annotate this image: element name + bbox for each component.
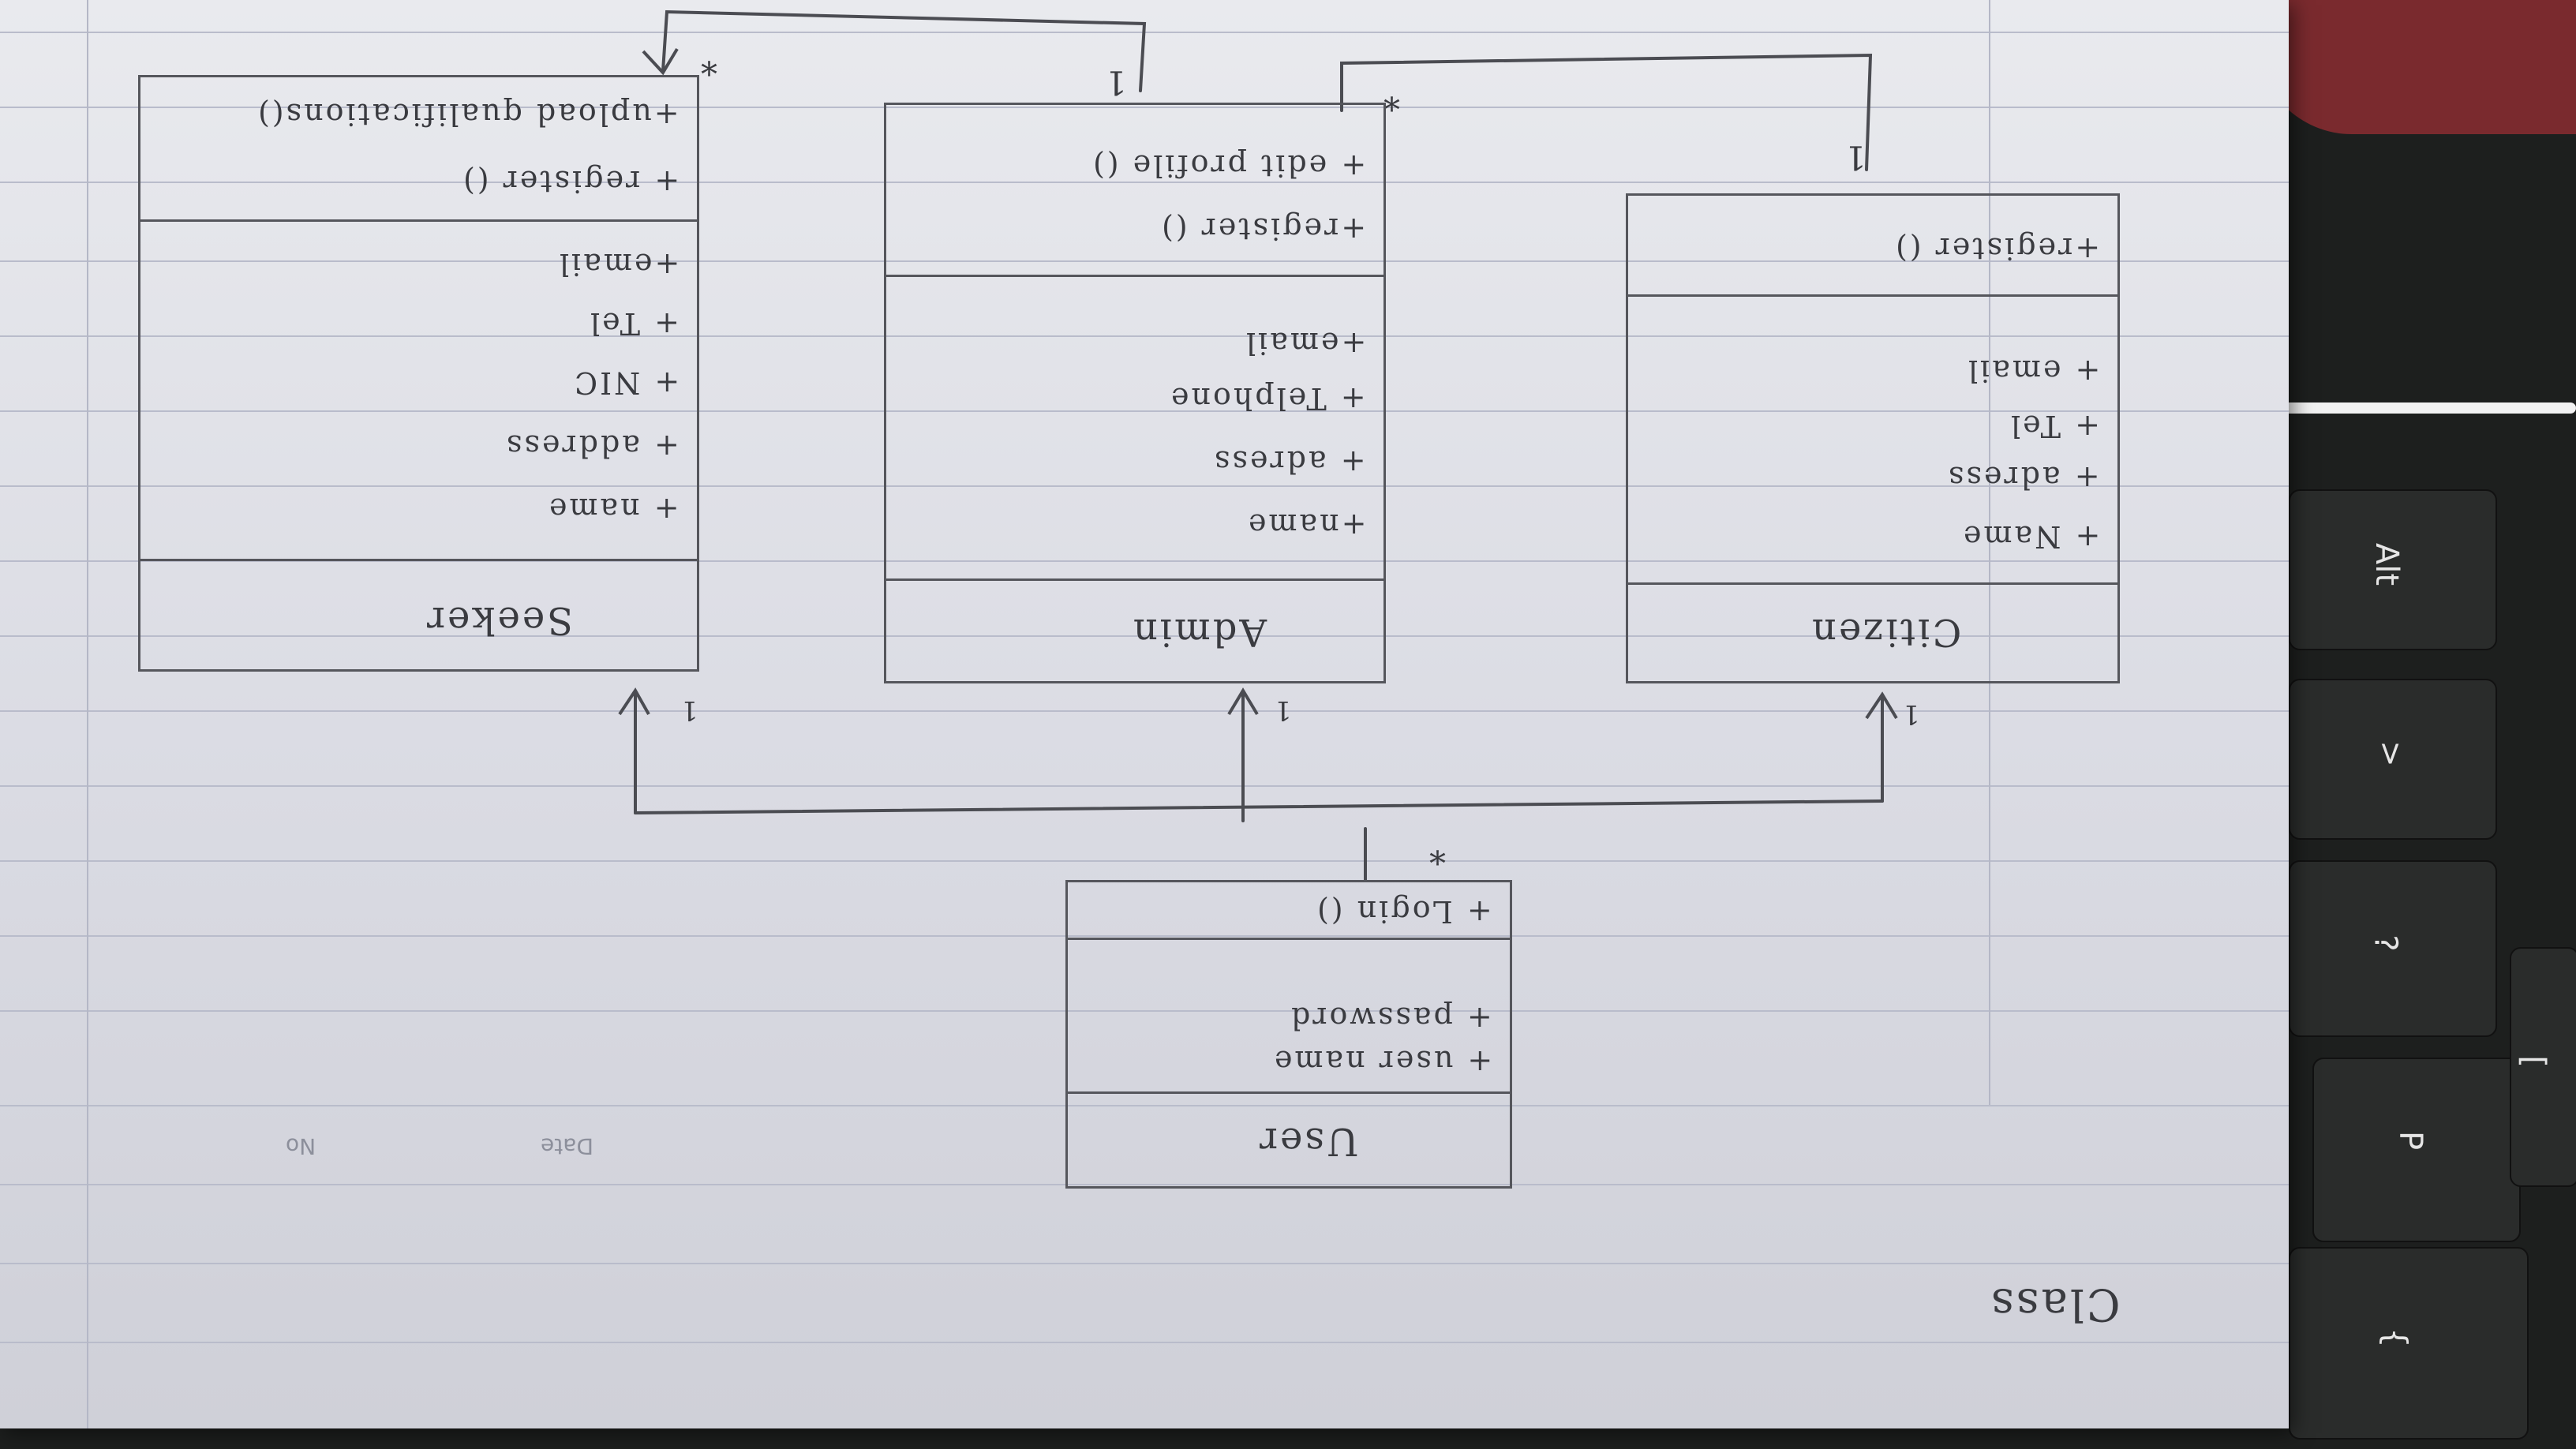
citizen-attr-3: + email [1965,354,2100,388]
mult-user-side: * [1427,833,1446,871]
admin-method-1: + edit profile () [1090,148,1366,183]
admin-attr-0: +name [1245,507,1367,542]
mult-citizen-side: 1 [1900,698,1920,730]
cable [2273,402,2576,414]
mult-admin-side: 1 [1272,695,1292,726]
key-brace: { [2289,1247,2529,1440]
mult-top-seeker-end: * [698,43,717,82]
citizen-attr-1: + adress [1946,460,2100,495]
class-seeker: +upload qualifications() + register () +… [138,75,699,672]
admin-seeker-link [661,9,1147,92]
admin-method-0: +register () [1159,212,1366,246]
class-admin: + edit profile () +register () +email + … [884,103,1386,683]
user-method-0: + Login () [1315,894,1492,929]
notebook-paper: Date No Class [0,0,2289,1428]
key-bracket: [ [2510,947,2576,1187]
key-greater: > [2289,679,2497,840]
mult-top-admin-end: 1 [1103,63,1127,102]
margin-line-2 [87,0,88,1428]
red-object [2257,0,2576,134]
class-user: + Login () + password + user name User [1065,880,1512,1189]
admin-attr-3: +email [1243,326,1366,361]
seeker-attr-3: + Tel [588,306,680,341]
key-p: P [2312,1058,2521,1242]
seeker-attr-2: + NIC [571,365,680,400]
class-citizen: +register () + email + Tel + adress + Na… [1626,193,2120,683]
admin-attr-1: + adress [1212,444,1366,479]
seeker-class-name: Seeker [425,598,574,642]
mult-top-citizen-end: 1 [1843,138,1866,177]
seeker-method-0: + register () [460,164,680,199]
admin-class-name: Admin [1131,610,1267,654]
generalization-bus [634,799,1884,814]
citizen-attr-0: + Name [1960,519,2100,554]
citizen-method-0: +register () [1893,231,2100,266]
citizen-class-name: Citizen [1810,610,1962,654]
key-question: ? [2289,860,2497,1037]
citizen-attr-2: + Tel [2009,409,2100,444]
seeker-attr-0: + name [547,492,680,526]
user-attr-0: + user name [1271,1044,1492,1079]
margin-line [1989,0,1990,1105]
seeker-method-1: +upload qualifications() [256,97,680,132]
key-alt: Alt [2289,489,2497,650]
mult-seeker-side: 1 [679,695,698,726]
admin-attr-2: + Telphone [1169,381,1366,416]
user-attr-1: + password [1289,1001,1492,1035]
seeker-attr-4: +email [556,247,680,282]
seeker-attr-1: + address [504,429,680,463]
citizen-admin-link [1340,53,1873,171]
user-class-name: User [1257,1119,1359,1163]
